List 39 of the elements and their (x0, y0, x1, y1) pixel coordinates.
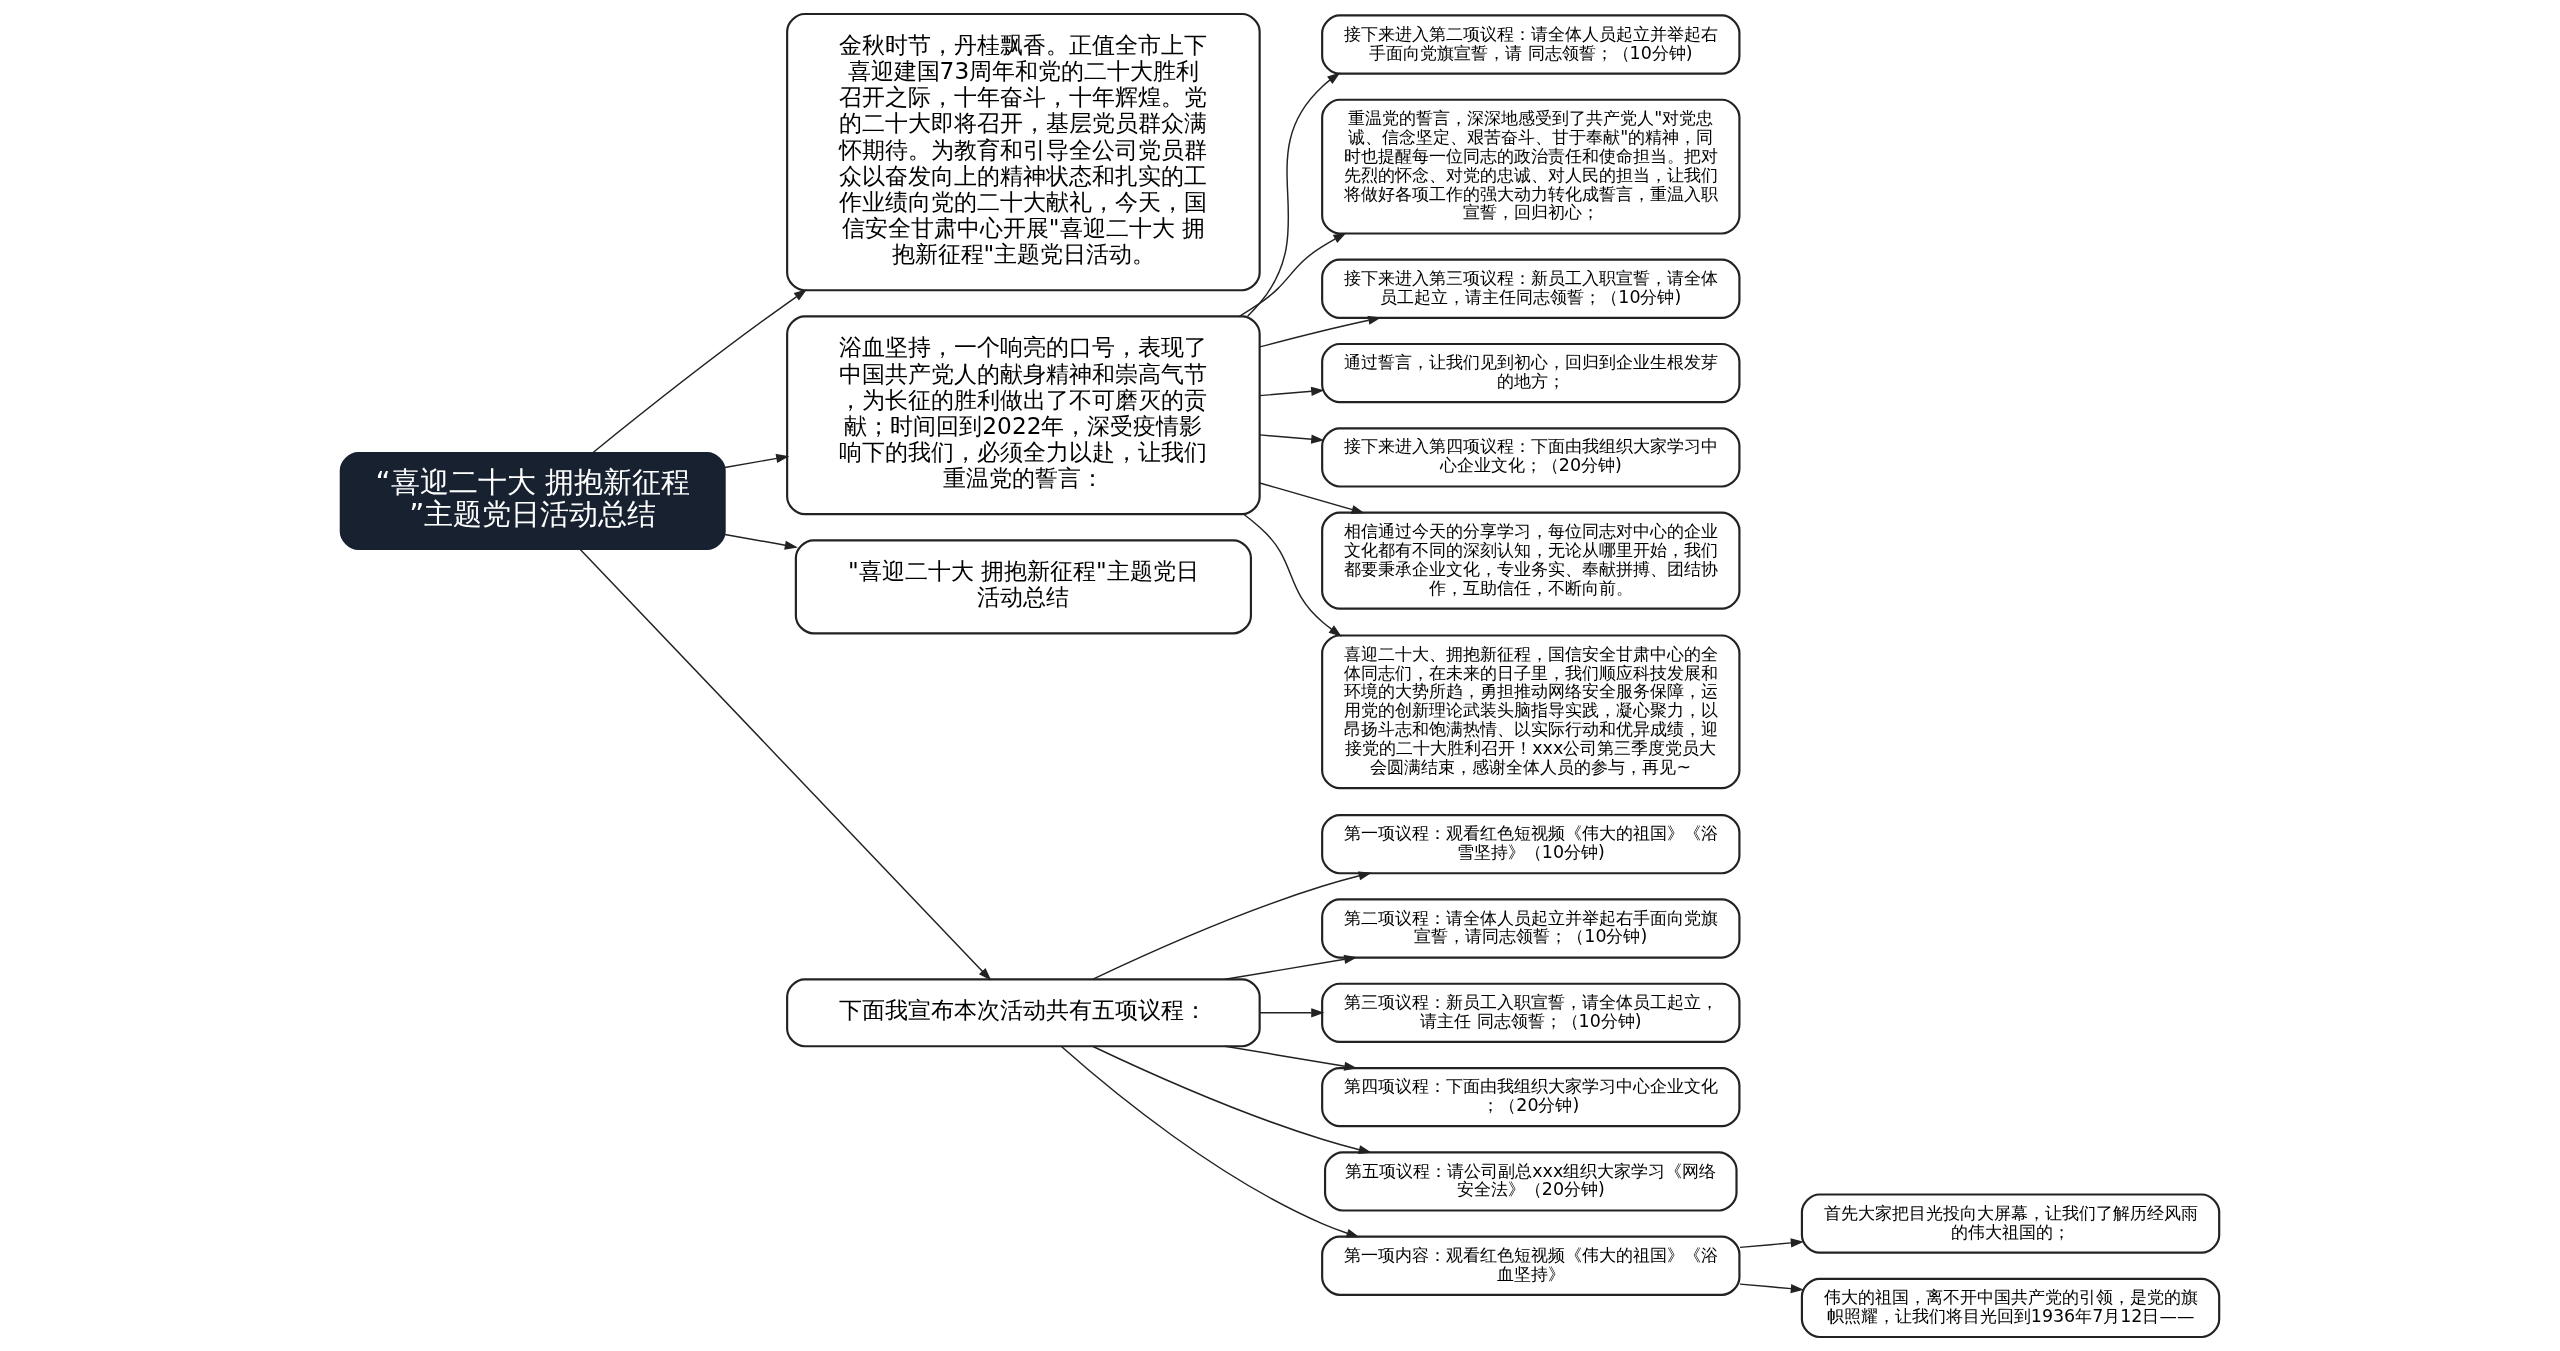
node-box: 金秋时节，丹桂飘香。正值全市上下喜迎建国73周年和党的二十大胜利召开之际，十年奋斗，十年辉煌。党的二十大即将召开，基层党员群众满怀期待。为教育和引导全公司党员群众以奋发向上的精神状态和扎实的工作业绩向党的二十大献礼，今天，国信安全甘肃中心开展"喜迎二十大 拥抱新征程"主题党日活动。 (786, 12, 1261, 292)
arrow (1060, 1045, 1360, 1238)
arrow (1259, 315, 1382, 348)
node-box: 第四项议程：下面由我组织大家学习中心企业文化；（20分钟) (1321, 1066, 1741, 1128)
node-box: 浴血坚持，一个响亮的口号，表现了中国共产党人的献身精神和崇高气节，为长征的胜利做出了不可磨灭的贡献；时间回到2022年，深受疫情影响下的我们，必须全力以赴，让我们重温党的誓言： (786, 315, 1261, 516)
arrow (1092, 871, 1372, 980)
node-box: 第一项议程：观看红色短视频《伟大的祖国》《浴雪坚持》（10分钟) (1321, 814, 1741, 875)
node-box: 伟大的祖国，离不开中国共产党的引领，是党的旗帜照耀，让我们将目光回到1936年7月12日—— (1800, 1277, 2221, 1339)
arrow (1246, 72, 1341, 317)
node-box: 接下来进入第四项议程：下面由我组织大家学习中心企业文化；（20分钟) (1321, 427, 1741, 488)
arrow (1259, 1008, 1325, 1018)
node-box: 第一项内容：观看红色短视频《伟大的祖国》《浴血坚持》 (1321, 1235, 1741, 1296)
node-box: 重温党的誓言，深深地感受到了共产党人"对党忠诚、信念坚定、艰苦奋斗、甘于奉献"的精神，同时也提醒每一位同志的政治责任和使命担当。把对先烈的怀念、对党的忠诚、对人民的担当，让我们将做好各项工作的强大动力转化成誓言，重温入职宣誓，回归初心； (1321, 98, 1741, 235)
node-box: 相信通过今天的分享学习，每位同志对中心的企业文化都有不同的深刻认知，无论从哪里开始，我们都要秉承企业文化，专业务实、奉献拼搏、团结协作，互助信任，不断向前。 (1321, 511, 1741, 610)
arrow (1739, 1238, 1804, 1249)
node-box: 通过誓言，让我们见到初心，回归到企业生根发芽的地方； (1321, 342, 1741, 404)
node-box: 接下来进入第三项议程：新员工入职宣誓，请全体员工起立，请主任同志领誓；（10分钟) (1321, 258, 1741, 319)
arrow (1243, 513, 1342, 637)
arrow (724, 453, 790, 469)
node-box: 第二项议程：请全体人员起立并举起右手面向党旗宣誓，请同志领誓；（10分钟) (1321, 898, 1741, 959)
arrow (1092, 1045, 1372, 1155)
arrow (1259, 434, 1325, 444)
arrow (592, 289, 808, 454)
arrow (724, 533, 798, 550)
node-box: 第三项议程：新员工入职宣誓，请全体员工起立，请主任 同志领誓；（10分钟) (1321, 982, 1741, 1043)
node-box: “喜迎二十大 拥抱新征程”主题党日活动总结 (339, 451, 726, 551)
arrow (1224, 954, 1358, 981)
arrow (1224, 1045, 1358, 1071)
arrow (579, 548, 992, 981)
arrow (1259, 482, 1365, 514)
arrow (1259, 386, 1325, 397)
node-box: 首先大家把目光投向大屏幕，让我们了解历经风雨的伟大祖国的； (1800, 1193, 2221, 1254)
arrow (1739, 1283, 1804, 1294)
arrow (1238, 232, 1347, 317)
node-box: "喜迎二十大 拥抱新征程"主题党日活动总结 (794, 539, 1252, 635)
node-box: 接下来进入第二项议程：请全体人员起立并举起右手面向党旗宣誓，请 同志领誓；（10分钟) (1321, 14, 1741, 75)
node-box: 喜迎二十大、拥抱新征程，国信安全甘肃中心的全体同志们，在未来的日子里，我们顺应科技发展和环境的大势所趋，勇担推动网络安全服务保障，运用党的创新理论武装头脑指导实践，凝心聚力，以昂扬斗志和饱满热情、以实际行动和优异成绩，迎接党的二十大胜利召开！xxx公司第三季度党员大会圆满结束，感谢全体人员的参与，再见~ (1321, 634, 1741, 790)
node-box: 第五项议程：请公司副总xxx组织大家学习《网络安全法》（20分钟) (1324, 1151, 1738, 1212)
node-box: 下面我宣布本次活动共有五项议程： (786, 978, 1261, 1048)
